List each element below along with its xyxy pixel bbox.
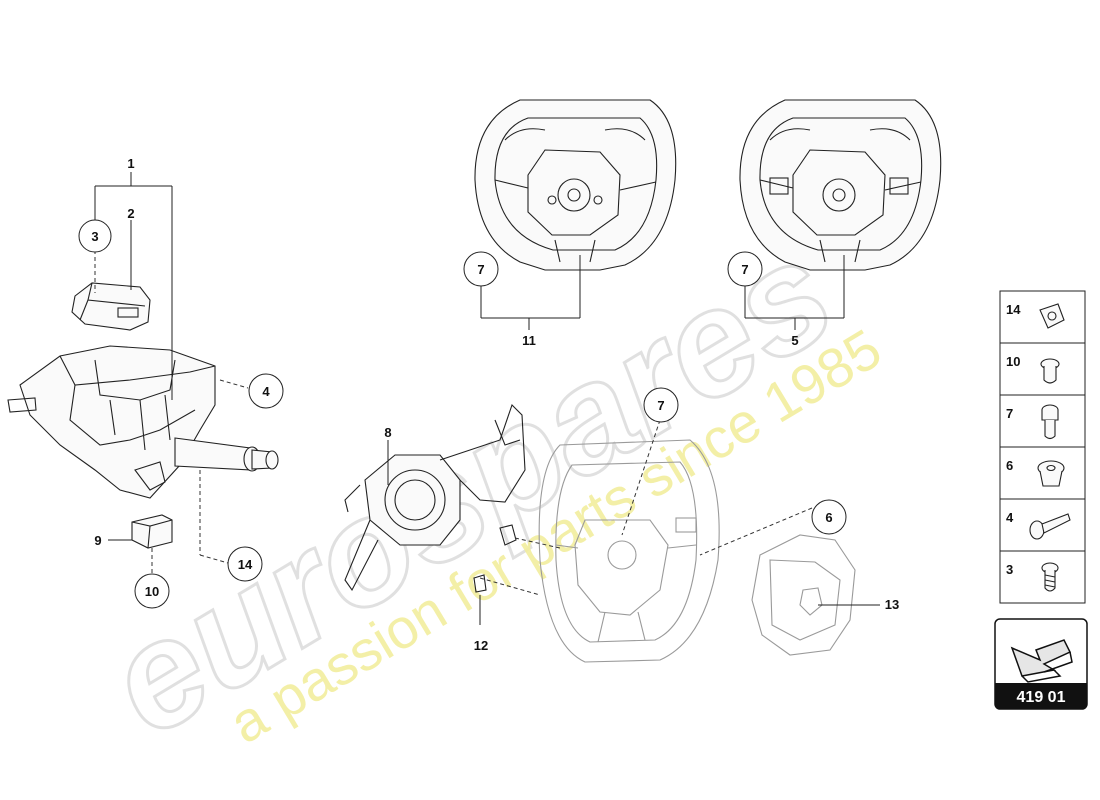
legend-num: 10 <box>1006 354 1020 369</box>
legend-row-10: 10 <box>1006 354 1060 384</box>
callout-4-circle <box>248 373 284 409</box>
callout-2: 2 <box>127 206 134 221</box>
steering-wheel-11 <box>474 99 677 271</box>
legend-num: 3 <box>1006 562 1013 577</box>
legend-num: 7 <box>1006 406 1013 421</box>
clip-nut-icon <box>1039 303 1065 329</box>
arrow-icon <box>1010 639 1073 683</box>
legend-num: 14 <box>1006 302 1021 317</box>
steering-wheel-5 <box>739 99 942 271</box>
callout-14-circle <box>227 546 263 582</box>
steering-column <box>7 282 279 549</box>
legend-row-4: 4 <box>1006 510 1071 540</box>
screw-icon <box>1041 562 1059 592</box>
callout-1: 1 <box>127 156 134 171</box>
legend-row-3: 3 <box>1006 562 1059 592</box>
callout-7b-circle <box>727 251 763 287</box>
page-code: 419 01 <box>1017 689 1066 706</box>
fastener-legend: 14 10 7 6 <box>999 290 1086 604</box>
leader-lines <box>94 172 880 625</box>
callout-6-circle <box>811 499 847 535</box>
watermark: eurospares a passion for parts since 198… <box>78 205 891 769</box>
callout-4: 4 <box>262 384 270 399</box>
callout-11: 11 <box>522 333 536 348</box>
callout-7a: 7 <box>477 262 484 277</box>
watermark-brand: eurospares <box>80 207 860 768</box>
callout-7c: 7 <box>657 398 664 413</box>
callout-8: 8 <box>384 425 391 440</box>
callout-7c-circle <box>643 387 679 423</box>
callout-9: 9 <box>94 533 101 548</box>
page-code-box: 419 01 <box>994 618 1088 710</box>
legend-num: 4 <box>1006 510 1014 525</box>
shear-bolt-icon <box>1029 513 1071 540</box>
legend-num: 6 <box>1006 458 1013 473</box>
callout-3-circle <box>78 219 112 253</box>
callout-5: 5 <box>791 333 798 348</box>
callout-3: 3 <box>91 229 98 244</box>
callout-10: 10 <box>145 584 159 599</box>
callout-12: 12 <box>474 638 488 653</box>
callouts: 1 2 3 4 5 6 7 7 7 8 9 10 11 12 13 14 <box>78 156 899 653</box>
callout-14: 14 <box>238 557 253 572</box>
legend-row-6: 6 <box>1006 458 1065 487</box>
steering-wheel-rim <box>538 439 720 663</box>
airbag <box>751 534 856 656</box>
callout-7a-circle <box>463 251 499 287</box>
callout-13: 13 <box>885 597 899 612</box>
callout-7b: 7 <box>741 262 748 277</box>
nut-icon <box>1037 460 1065 487</box>
callout-10-circle <box>134 573 170 609</box>
legend-row-7: 7 <box>1006 404 1059 440</box>
flange-bolt-icon <box>1040 358 1060 384</box>
torx-bolt-icon <box>1041 404 1059 440</box>
callout-6: 6 <box>825 510 832 525</box>
clock-spring-assembly <box>344 403 526 593</box>
legend-row-14: 14 <box>1006 302 1065 329</box>
